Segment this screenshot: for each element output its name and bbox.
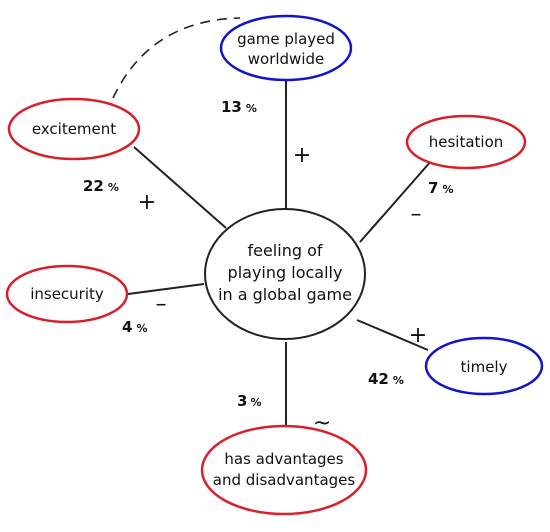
edge-excitement <box>133 146 227 229</box>
hesitation-sign: – <box>411 202 422 227</box>
center-label-line-2: playing locally <box>228 263 343 282</box>
node-timely: timely <box>424 336 544 396</box>
center-node: feeling of playing locally in a global g… <box>204 208 366 340</box>
center-label-line-1: feeling of <box>247 241 322 260</box>
hesitation-label: hesitation <box>429 133 504 151</box>
center-label-line-3: in a global game <box>218 285 352 304</box>
insecurity-label: insecurity <box>30 285 104 303</box>
insecurity-sign: – <box>156 292 167 317</box>
worldwide-label-line-2: worldwide <box>248 50 325 68</box>
timely-percent: 42% <box>368 370 404 388</box>
advantages-sign: ~ <box>313 411 331 436</box>
timely-label: timely <box>461 358 508 376</box>
worldwide-label-line-1: game played <box>237 30 335 48</box>
node-game-played-worldwide: game played worldwide <box>219 14 353 82</box>
advantages-percent: 3% <box>237 392 261 410</box>
edge-insecurity <box>127 283 205 295</box>
edge-timely <box>356 319 429 351</box>
hesitation-percent: 7% <box>428 179 453 197</box>
excitement-sign: + <box>138 190 156 215</box>
timely-sign: + <box>409 323 427 348</box>
excitement-percent: 22% <box>83 177 119 195</box>
insecurity-percent: 4% <box>122 318 147 336</box>
node-insecurity: insecurity <box>5 264 129 324</box>
node-excitement: excitement <box>7 97 141 161</box>
dashed-connector <box>112 17 241 99</box>
edge-hesitation <box>359 159 433 243</box>
excitement-label: excitement <box>32 120 116 138</box>
worldwide-percent: 13% <box>221 98 257 116</box>
node-hesitation: hesitation <box>405 114 527 170</box>
node-has-advantages: has advantages and disadvantages <box>200 424 368 516</box>
worldwide-sign: + <box>293 143 311 168</box>
advantages-label-line-1: has advantages <box>224 450 343 468</box>
advantages-label-line-2: and disadvantages <box>213 471 356 489</box>
